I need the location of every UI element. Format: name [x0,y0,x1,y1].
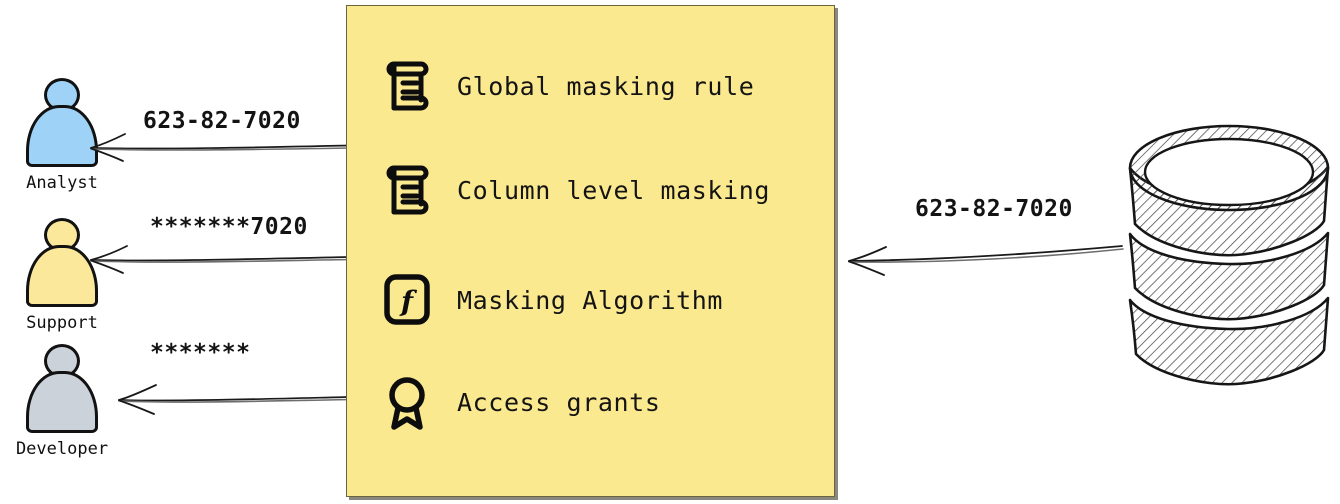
svg-text:f: f [399,285,418,318]
actor-developer[interactable]: Developer [2,344,122,459]
flow-label-analyst: 623-82-7020 [143,108,301,134]
arrow-database-to-panel [848,245,1124,276]
policy-item-access-grants[interactable]: Access grants [381,374,660,430]
scroll-icon [386,165,429,215]
policy-label: Access grants [457,387,661,417]
award-ribbon-icon [389,377,425,430]
policy-panel: Global masking rule Column level masking [346,5,835,497]
actor-label-analyst: Analyst [26,173,98,193]
flow-label-developer: ******* [150,340,251,366]
person-icon [22,218,102,310]
policy-label: Masking Algorithm [457,285,724,315]
person-body [26,371,98,433]
actor-support[interactable]: Support [2,218,122,333]
flow-label-support: *******7020 [150,214,308,240]
policy-label: Column level masking [457,175,771,205]
person-body [26,105,98,167]
arrow-to-analyst [90,133,351,162]
arrow-to-support [90,245,351,274]
function-icon: f [384,274,430,325]
actor-analyst[interactable]: Analyst [2,78,122,193]
scroll-icon [386,61,429,111]
policy-label: Global masking rule [457,71,755,101]
actor-label-support: Support [26,313,98,333]
database-icon [1128,124,1330,386]
flow-label-source: 623-82-7020 [915,196,1073,222]
arrow-to-developer [118,384,351,415]
person-icon [22,78,102,170]
policy-item-column-level-masking[interactable]: Column level masking [381,162,770,218]
actor-label-developer: Developer [15,439,109,459]
policy-item-global-masking-rule[interactable]: Global masking rule [381,58,754,114]
policy-item-masking-algorithm[interactable]: f Masking Algorithm [381,272,723,328]
person-icon [22,344,102,436]
